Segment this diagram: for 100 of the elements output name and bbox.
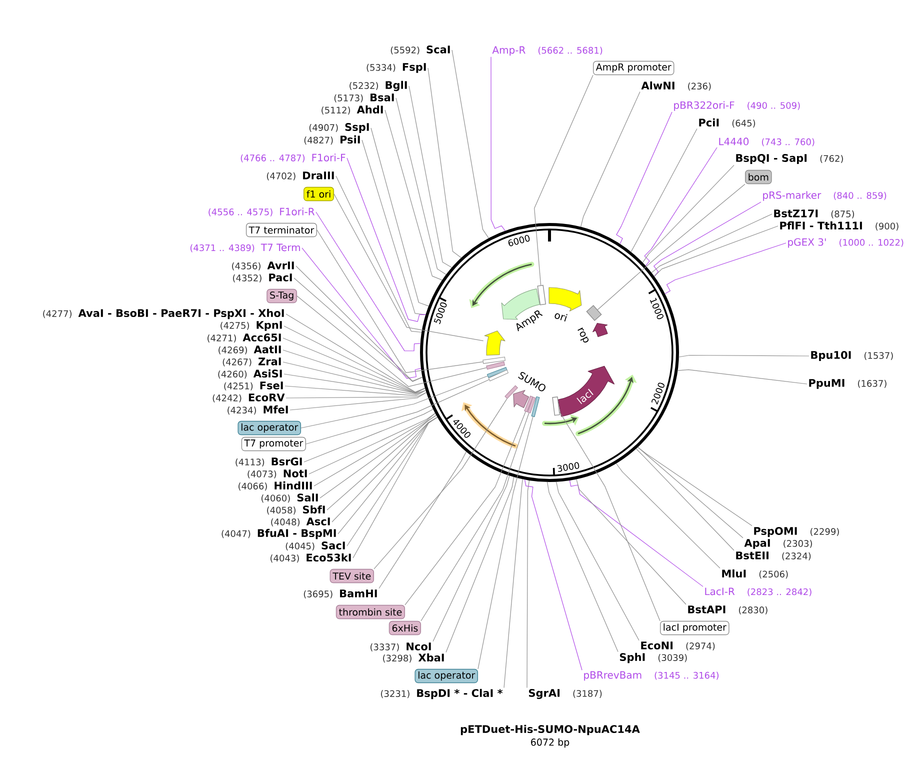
leader-line <box>284 374 426 395</box>
primer-label: pBRrevBam (3145 .. 3164) <box>584 671 718 681</box>
enzyme-site-label: (4267) ZraI <box>222 358 281 366</box>
leader-line <box>314 413 436 486</box>
enzyme-site-label: (5232) BglI <box>350 80 407 92</box>
node-label: rop <box>578 328 589 342</box>
leader-line <box>642 164 734 263</box>
leader-line <box>432 475 510 642</box>
enzyme-site-label: (4048) AscI <box>271 518 330 526</box>
leader-line <box>630 128 698 252</box>
enzyme-site-label: (4352) PacI <box>233 274 292 282</box>
enzyme-site-label: (4356) AvrII <box>232 262 294 270</box>
leader-line <box>300 376 488 428</box>
leader-line <box>654 202 762 277</box>
feature-block: ori <box>548 287 582 322</box>
enzyme-site-label: PspOMI (2299) <box>754 527 839 537</box>
scale-number: 3000 <box>557 462 580 472</box>
feature-block: lacI <box>558 366 615 417</box>
enzyme-site-label: EcoNI (2974) <box>641 642 715 650</box>
leader-line <box>296 296 487 387</box>
enzyme-site-label: SphI (3039) <box>620 652 687 664</box>
feature-label: AmpR promoter <box>593 60 674 76</box>
feature-label: TEV site <box>330 568 374 584</box>
leader-line <box>346 158 426 322</box>
primer-label: (4371 .. 4389) T7 Term <box>190 244 300 252</box>
enzyme-site-label: (4047) BfuAI - BspMI <box>222 528 336 540</box>
enzyme-site-label: (4113) BsrGI <box>236 458 302 466</box>
enzyme-site-label: (4058) SbfI <box>267 505 325 515</box>
leader-line <box>616 463 720 568</box>
feature-label: f1 ori <box>304 186 334 202</box>
enzyme-site-label: BstAPI (2830) <box>688 606 768 614</box>
feature-label: bom <box>745 170 772 184</box>
leader-line <box>678 354 810 358</box>
feature-bar <box>531 396 540 418</box>
feature-bar <box>487 367 508 378</box>
feature-bar <box>482 356 506 364</box>
enzyme-site-label: (4260) AsiSI <box>218 369 282 379</box>
leader-line <box>316 212 421 352</box>
feature-label: lac operator <box>414 668 478 684</box>
plasmid-size: 6072 bp <box>531 738 570 748</box>
leader-line <box>334 194 484 342</box>
scale-number: 1000 <box>650 298 664 320</box>
enzyme-site-label: (4242) EcoRV <box>212 394 285 402</box>
enzyme-site-label: (5173) BsaI <box>334 94 394 102</box>
feature-label: T7 promoter <box>241 436 306 452</box>
feature-label: S-Tag <box>266 288 297 304</box>
leader-line <box>336 176 422 333</box>
leader-line <box>302 248 422 379</box>
enzyme-site-label: (5112) AhdI <box>322 105 383 115</box>
enzyme-site-label: (4234) MfeI <box>228 405 288 415</box>
leader-line <box>282 338 426 394</box>
leader-line <box>546 482 618 652</box>
feature-bar <box>527 396 536 414</box>
leader-line <box>290 392 427 410</box>
enzyme-site-label: (4271) Acc65I <box>208 334 281 342</box>
leader-line <box>428 68 462 258</box>
leader-line <box>282 350 426 394</box>
feature-label: lac operator <box>238 420 301 436</box>
enzyme-site-label: (4060) SalI <box>262 493 318 503</box>
leader-line <box>651 214 772 274</box>
leader-line <box>286 314 426 392</box>
primer-label: LacI-R (2823 .. 2842) <box>705 588 812 596</box>
leader-line <box>616 112 672 244</box>
enzyme-site-label: ApaI (2303) <box>744 539 812 549</box>
feature-block: rop <box>578 322 608 342</box>
leader-line <box>408 86 452 268</box>
leader-line <box>580 91 640 228</box>
primer-label: pRS-marker (840 .. 859) <box>763 191 886 201</box>
leader-line <box>404 411 526 606</box>
feature-label: 6xHis <box>388 620 421 636</box>
enzyme-site-label: BstEII (2324) <box>736 552 811 560</box>
leader-line <box>556 482 640 641</box>
leader-line <box>378 451 467 589</box>
leader-line <box>644 147 718 266</box>
feature-label: T7 terminator <box>246 222 317 238</box>
enzyme-site-label: (3337) NcoI <box>370 642 431 652</box>
leader-line <box>664 242 786 294</box>
feature-bar <box>524 396 534 412</box>
leader-line <box>636 448 734 551</box>
leader-line <box>326 414 437 510</box>
leader-line <box>504 478 523 688</box>
leader-line <box>654 226 778 277</box>
plasmid-ring <box>420 223 679 482</box>
leader-line <box>524 479 582 670</box>
enzyme-site-label: PciI (645) <box>699 118 756 128</box>
feature-bar <box>486 361 505 370</box>
scale-number: 2000 <box>652 382 664 405</box>
primer-label: L4440 (743 .. 760) <box>719 138 814 146</box>
leader-line <box>284 386 426 396</box>
leader-line <box>396 98 446 275</box>
leader-line <box>559 412 660 622</box>
scale-number: 6000 <box>508 234 530 246</box>
leader-line <box>306 379 490 444</box>
enzyme-site-label: (4043) Eco53kI <box>270 553 351 563</box>
primer-label: (4766 .. 4787) F1ori-F <box>240 154 346 162</box>
enzyme-site-label: (4045) SacI <box>286 542 345 550</box>
enzyme-site-label: PpuMI (1637) <box>809 379 886 389</box>
feature-bar <box>488 370 508 382</box>
enzyme-site-label: (5592) ScaI <box>390 46 450 54</box>
enzyme-site-label: (4827) PsiI <box>304 135 360 145</box>
